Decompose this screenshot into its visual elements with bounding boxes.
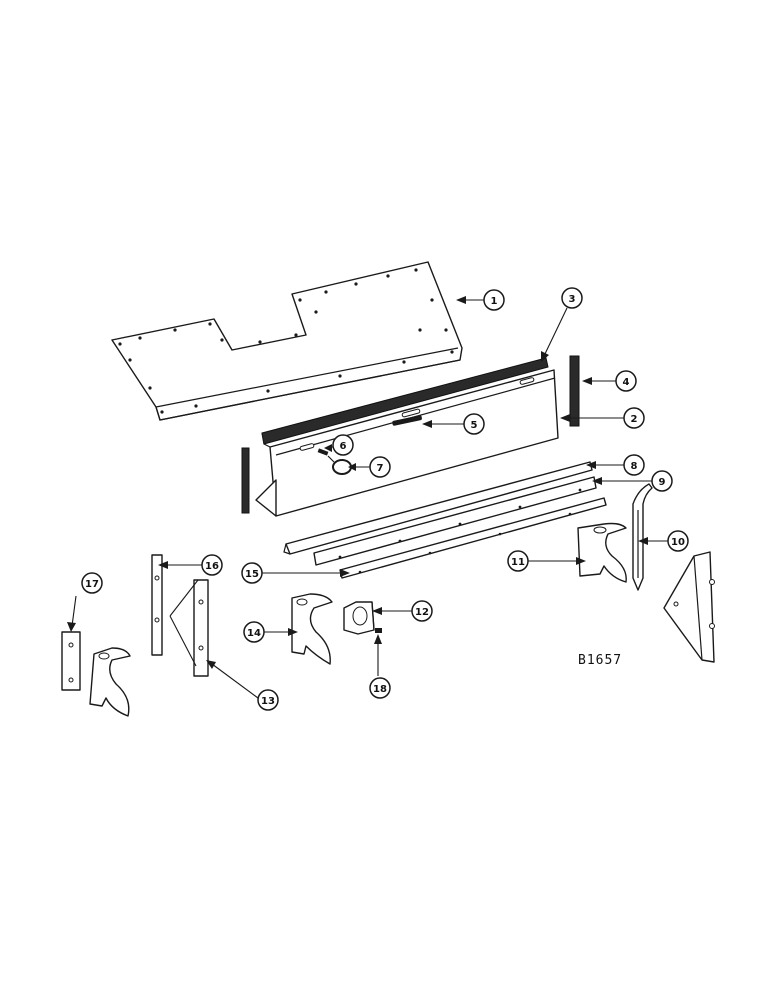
callout-8: 8 [623, 454, 645, 476]
svg-text:2: 2 [631, 414, 638, 425]
callout-4: 4 [615, 370, 637, 392]
flat-strip [313, 476, 597, 566]
front-apron-panel [255, 369, 559, 517]
hook-bracket-left [89, 647, 131, 717]
callout-2: 2 [623, 407, 645, 429]
hook-bracket-right [577, 522, 627, 583]
svg-text:7: 7 [377, 463, 384, 474]
svg-text:6: 6 [340, 441, 347, 452]
svg-text:17: 17 [85, 579, 99, 590]
small-nut [375, 628, 382, 633]
pin-rod [632, 483, 653, 591]
svg-text:10: 10 [671, 537, 685, 548]
end-bracket-right [663, 551, 715, 663]
svg-text:18: 18 [373, 684, 387, 695]
callout-5: 5 [463, 413, 485, 435]
svg-text:12: 12 [415, 607, 429, 618]
svg-text:5: 5 [471, 420, 478, 431]
callout-10: 10 [667, 530, 689, 552]
clamp-block [343, 601, 375, 635]
svg-text:3: 3 [569, 294, 576, 305]
callout-7: 7 [369, 456, 391, 478]
small-bar-16 [151, 554, 163, 656]
side-seal-strip [241, 355, 580, 514]
svg-text:4: 4 [623, 377, 630, 388]
callout-1: 1 [483, 289, 505, 311]
callout-18: 18 [369, 677, 391, 699]
callout-17: 17 [81, 572, 103, 594]
callout-12: 12 [411, 600, 433, 622]
bar-13 [193, 579, 209, 677]
callout-15: 15 [241, 562, 263, 584]
callout-6: 6 [332, 434, 354, 456]
angle-bar [283, 461, 593, 555]
callout-9: 9 [651, 470, 673, 492]
svg-text:14: 14 [247, 628, 261, 639]
svg-text:9: 9 [659, 477, 666, 488]
callout-14: 14 [243, 621, 265, 643]
callout-16: 16 [201, 554, 223, 576]
callout-11: 11 [507, 550, 529, 572]
callout-3: 3 [561, 287, 583, 309]
top-cover-plate [111, 261, 463, 421]
plate-17 [61, 631, 81, 691]
svg-text:16: 16 [205, 561, 219, 572]
svg-text:1: 1 [491, 296, 498, 307]
figure-reference: B1657 [578, 653, 622, 668]
leader-lines [67, 296, 668, 699]
svg-text:15: 15 [245, 569, 259, 580]
svg-text:13: 13 [261, 696, 275, 707]
svg-text:11: 11 [511, 557, 525, 568]
screw-part-6 [317, 448, 329, 456]
bolt-part-5 [392, 415, 422, 426]
hook-bracket-center [291, 593, 333, 665]
svg-text:8: 8 [631, 461, 638, 472]
callout-13: 13 [257, 689, 279, 711]
